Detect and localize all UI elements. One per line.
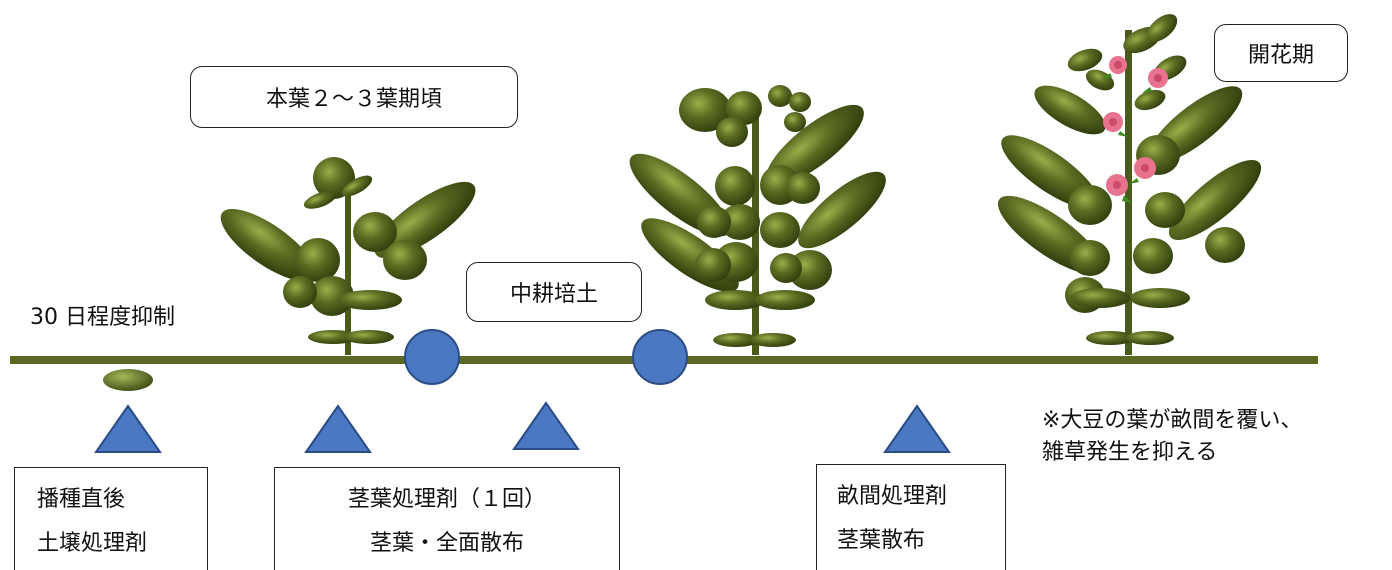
cultivation-label-text: 中耕培土 [509,282,598,307]
treatment-foliar-line-1: 茎葉処理剤（１回） [347,487,546,512]
cultivation-label: 中耕培土 [466,262,642,322]
flower-icon-group [1102,56,1168,203]
flower-icon [1129,157,1156,184]
treatment-foliar-line-2: 茎葉・全面散布 [369,531,524,556]
treatment-soil-line-2: 土壌処理剤 [37,531,148,556]
soybean-plant-small [220,157,476,355]
note-text: ※大豆の葉が畝間を覆い、 雑草発生を抑える [1042,405,1302,469]
soybean-plant-flowering [997,14,1262,355]
treatment-interrow-line-2: 茎葉散布 [837,528,926,553]
flower-icon [1142,68,1168,93]
flower-icon [1106,174,1132,203]
flowering-label-text: 開花期 [1247,43,1314,68]
flower-icon [1103,112,1128,137]
treatment-box-soil: 播種直後 土壌処理剤 [14,467,208,570]
note-line-1: ※大豆の葉が畝間を覆い、 [1042,408,1303,433]
soybean-plant-medium [629,85,886,355]
suppression-label: 30 日程度抑制 [30,305,175,330]
treatment-interrow-line-1: 畝間処理剤 [837,484,948,509]
circle-marker [632,329,688,385]
stage-label-2-3-leaf: 本葉２～３葉期頃 [190,66,518,128]
stage-label-text: 本葉２～３葉期頃 [265,87,442,112]
triangle-marker [94,404,162,453]
triangle-marker [304,404,372,453]
seed-icon [103,369,153,391]
treatment-box-foliar: 茎葉処理剤（１回） 茎葉・全面散布 [274,467,620,570]
treatment-box-interrow: 畝間処理剤 茎葉散布 [816,464,1006,570]
note-line-2: 雑草発生を抑える [1042,439,1218,465]
treatment-soil-line-1: 播種直後 [37,487,126,512]
stage-label-flowering: 開花期 [1214,24,1348,82]
triangle-marker [883,404,951,453]
flower-icon [1102,56,1127,79]
circle-marker [404,329,460,385]
triangle-marker [512,401,580,450]
